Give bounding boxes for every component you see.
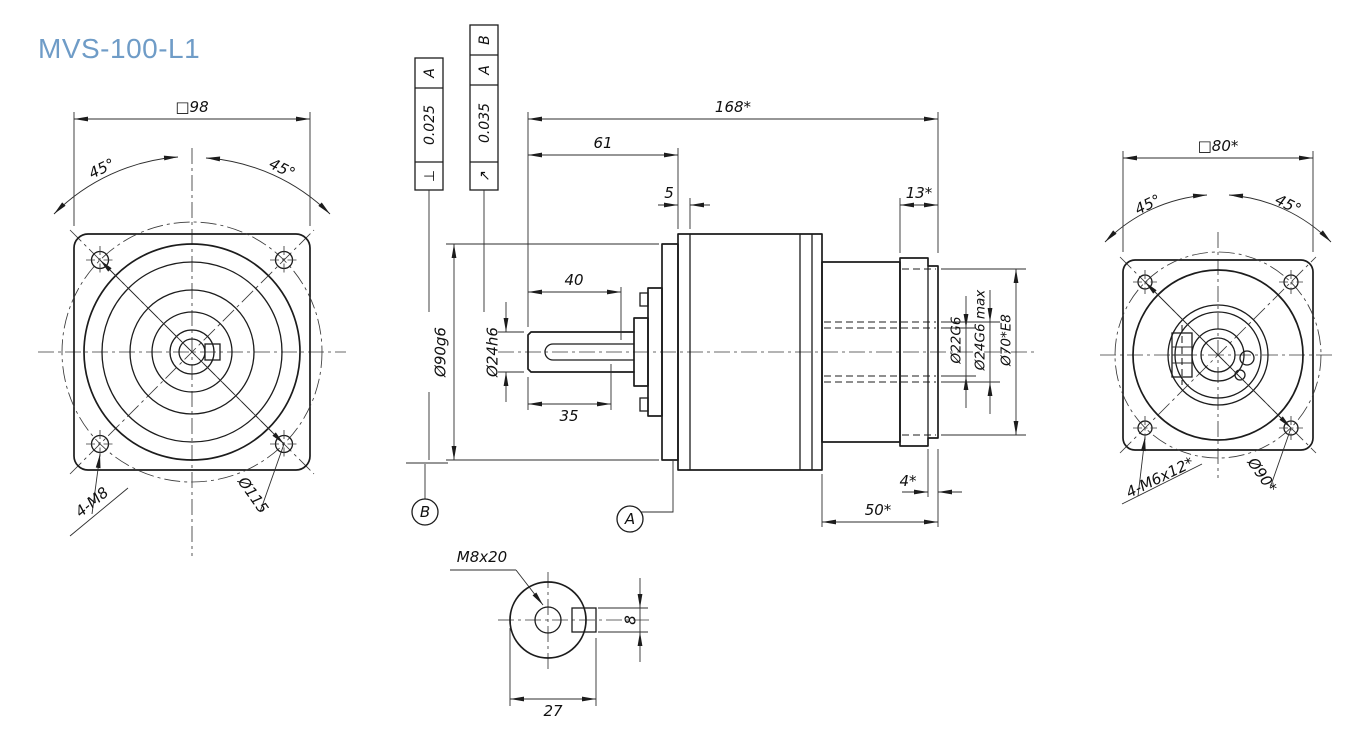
perpendicularity-icon: ⊥	[422, 170, 438, 182]
side-dim-bore-small: Ø22G6	[941, 296, 976, 408]
detail-view: M8x20 8 27	[450, 548, 650, 720]
rear-flange-outline	[1122, 259, 1314, 451]
datum-b: B	[406, 462, 448, 526]
frame1-datum-label: A	[422, 68, 438, 79]
side-bore-small-label: Ø22G6	[949, 317, 965, 365]
side-dim-rear-length: 50*	[821, 449, 939, 527]
side-dim-shaft-dia: Ø24h6	[483, 302, 524, 402]
frame2-datum1-label: A	[477, 65, 493, 76]
frame2-value-label: 0.035	[477, 103, 493, 143]
side-keyway-bottom-label: 35	[559, 407, 578, 425]
side-front-step-label: 5	[664, 184, 674, 202]
detail-tapped-hole	[534, 606, 562, 634]
rear-view: □80* 45° 45° Ø90* 4-M6x12*	[1100, 137, 1336, 505]
tolerance-frame-runout: B A 0.035 ↗	[469, 24, 499, 312]
tolerance-frame-perpendicularity: A 0.025 ⊥	[414, 57, 444, 460]
side-dim-keyway-bottom: 35	[527, 364, 612, 425]
rear-bolt-note-label: 4-M6x12*	[1123, 453, 1197, 501]
frame1-value-label: 0.025	[422, 105, 438, 145]
datum-a-label: A	[624, 510, 635, 528]
side-dim-keyway-top: 40	[528, 271, 622, 340]
datum-b-label: B	[420, 503, 430, 521]
side-dim-front-step: 5	[658, 184, 710, 229]
side-rear-length-label: 50*	[865, 501, 892, 519]
detail-dim-offset: 27	[509, 628, 597, 720]
side-total-length-label: 168*	[715, 98, 752, 116]
side-dim-flange-width: 13*	[899, 184, 938, 253]
rear-angle-right-label: 45°	[1272, 191, 1304, 219]
front-view: □98 45° 45° Ø115 4-M8	[38, 98, 346, 556]
side-keyway-top-label: 40	[564, 271, 583, 289]
detail-keyway	[571, 607, 597, 633]
front-body-circle	[83, 243, 301, 461]
front-bolt-note-label: 4-M8	[72, 483, 112, 521]
side-shaft-keyway	[544, 343, 634, 361]
side-dim-lip: 4*	[899, 449, 962, 497]
rear-small-hole-1	[1239, 350, 1255, 366]
side-shaft-outline	[527, 331, 635, 373]
side-front-length-label: 61	[593, 134, 612, 152]
detail-key-width-label: 8	[621, 615, 639, 625]
side-dim-pilot-dia: Ø90g6	[431, 243, 659, 461]
detail-offset-label: 27	[543, 702, 563, 720]
side-hidden-bores	[824, 268, 936, 436]
detail-thread-note: M8x20	[450, 548, 544, 606]
detail-dim-key-width: 8	[598, 578, 648, 662]
rear-small-hole-2	[1234, 369, 1246, 381]
side-dim-total-length: 168*	[527, 98, 939, 327]
side-tab-bottom	[639, 397, 649, 412]
side-shaft-dia-label: Ø24h6	[483, 327, 501, 378]
rear-body-circle	[1132, 269, 1304, 441]
rear-bolt-circle-label: Ø90*	[1243, 453, 1281, 496]
side-pilot-dia-label: Ø90g6	[431, 327, 449, 378]
side-bore-mid-label: Ø24G6 max	[973, 289, 989, 372]
front-flange-outline	[73, 233, 311, 471]
front-square-dim-label: □98	[175, 98, 208, 116]
side-tab-top	[639, 292, 649, 307]
side-dim-bore-pilot: Ø70*E8	[941, 268, 1026, 436]
drawing-title: MVS-100-L1	[38, 33, 200, 64]
side-lip-label: 4*	[899, 472, 917, 490]
side-dim-bore-mid: Ø24G6 max	[941, 289, 1000, 414]
rear-bolt-circle	[1114, 251, 1322, 459]
frame2-datum2-label: B	[477, 35, 493, 45]
front-angle-left-label: 45°	[86, 155, 118, 183]
rear-square-dim-label: □80*	[1198, 137, 1239, 155]
runout-icon: ↗	[477, 170, 493, 182]
side-housing-joints	[689, 234, 813, 470]
side-view: 168* 61 5 13* 40 35	[406, 24, 1038, 533]
rear-bolt-note: 4-M6x12*	[1121, 436, 1203, 505]
side-bore-pilot-label: Ø70*E8	[999, 314, 1015, 367]
side-rear-flange	[899, 257, 939, 447]
rear-connector-feature	[1171, 325, 1193, 385]
front-bolt-circle	[61, 221, 323, 483]
detail-centerlines	[498, 572, 650, 672]
detail-shaft-circle	[509, 581, 587, 659]
rear-angle-left-label: 45°	[1132, 191, 1164, 219]
front-angle-right-label: 45°	[266, 155, 298, 183]
detail-thread-label: M8x20	[457, 548, 507, 566]
datum-a: A	[616, 461, 674, 533]
side-dim-front-length: 61	[528, 134, 679, 229]
side-flange-width-label: 13*	[906, 184, 933, 202]
